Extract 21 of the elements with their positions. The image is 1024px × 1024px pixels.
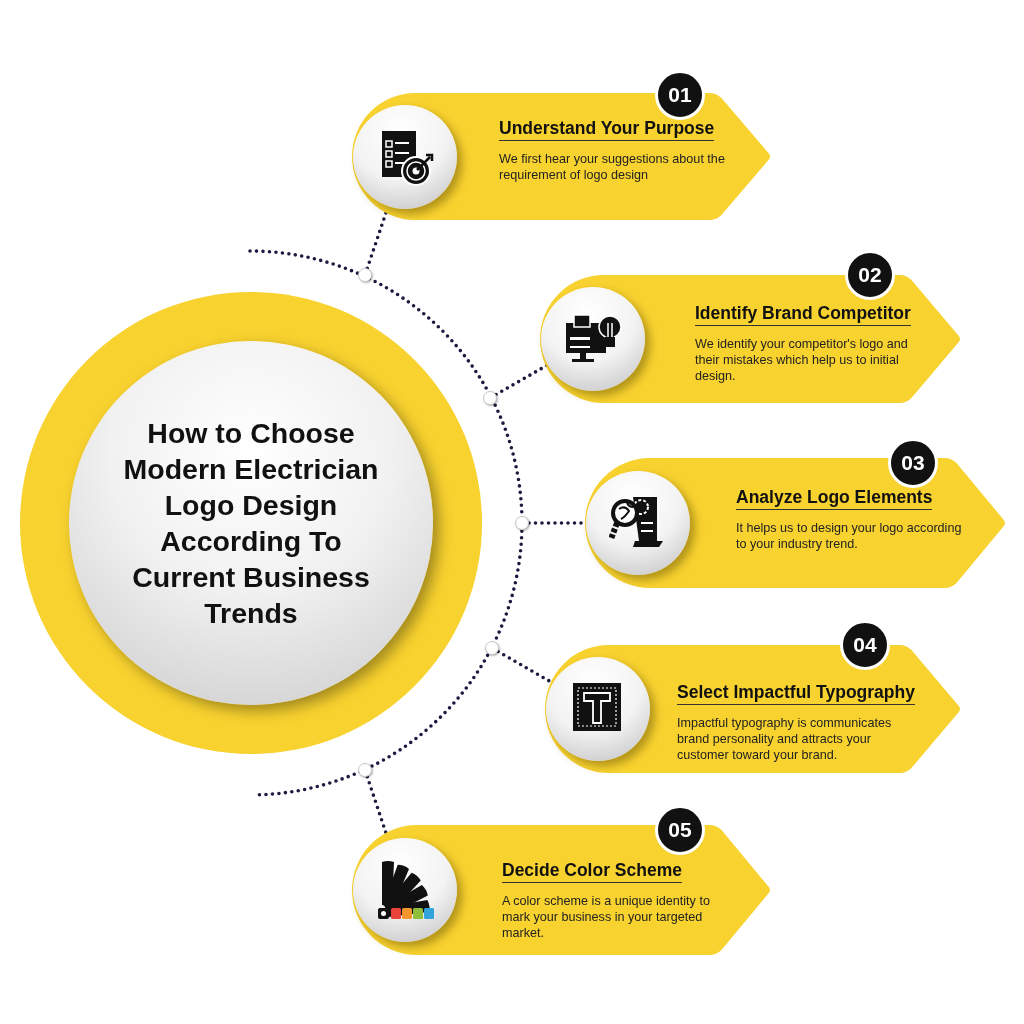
step-description: We identify your competitor's logo and their mistakes which help us to initial design. — [695, 336, 909, 384]
step-number: 05 — [655, 805, 705, 855]
step-number: 02 — [845, 250, 895, 300]
step-heading: Identify Brand Competitor — [695, 303, 911, 326]
junction-dot — [485, 641, 499, 655]
junction-dot — [358, 763, 372, 777]
step-description: It helps us to design your logo according to your industry trend. — [736, 520, 963, 552]
step-number: 01 — [655, 70, 705, 120]
junction-dot — [358, 268, 372, 282]
step-heading: Understand Your Purpose — [499, 118, 715, 141]
step-description: We first hear your suggestions about the requirement of logo design — [499, 151, 726, 183]
step-heading: Select Impactful Typography — [677, 682, 915, 705]
step-heading: Decide Color Scheme — [502, 860, 682, 883]
junction-dot — [515, 516, 529, 530]
step-number: 03 — [888, 438, 938, 488]
junction-dot — [483, 391, 497, 405]
title-text: How to Choose Modern Electrician Logo Design According To Current Business Trends — [122, 416, 380, 631]
step-number: 04 — [840, 620, 890, 670]
step-heading: Analyze Logo Elements — [736, 487, 933, 510]
step-description: Impactful typography is communicates brand personality and attracts your customer toward your brand. — [677, 715, 893, 763]
step-description: A color scheme is a unique identity to mark your business in your targeted market. — [502, 893, 711, 941]
